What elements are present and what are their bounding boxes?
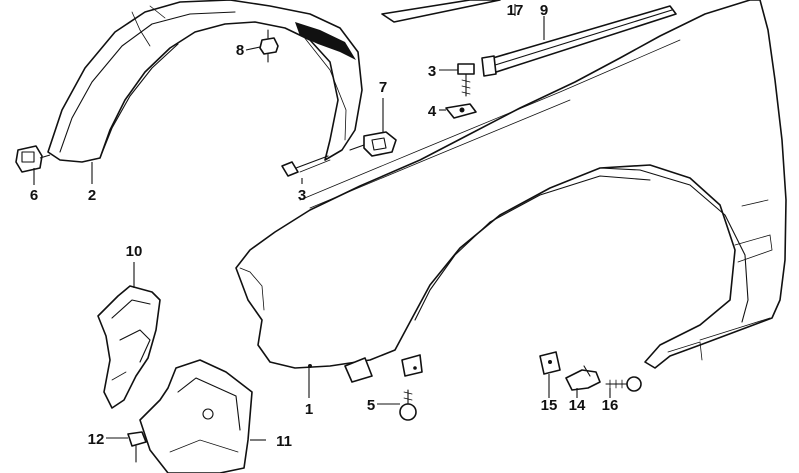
callout-9: 9 bbox=[540, 2, 548, 19]
callout-10: 10 bbox=[126, 243, 143, 260]
nut-8 bbox=[259, 29, 279, 63]
front-fender bbox=[235, 0, 787, 383]
screw-16 bbox=[605, 376, 642, 392]
bracket-14 bbox=[565, 365, 601, 391]
screw-3-left bbox=[281, 155, 331, 177]
screw-5 bbox=[399, 389, 417, 421]
screw-3-upper bbox=[457, 63, 475, 97]
callout-16: 16 bbox=[602, 397, 619, 414]
trim-strip-9 bbox=[481, 5, 677, 77]
leader-lines bbox=[33, 4, 611, 441]
callout-5: 5 bbox=[367, 397, 375, 414]
trim-strip-17 bbox=[381, 0, 501, 23]
clip-7 bbox=[349, 131, 397, 157]
underbody-panel-11 bbox=[139, 359, 253, 473]
callout-1: 1 bbox=[305, 401, 313, 418]
clip-12 bbox=[127, 431, 147, 463]
wheel-arch-cover bbox=[47, 0, 363, 163]
callout-4: 4 bbox=[428, 103, 437, 120]
callout-17: 17 bbox=[507, 2, 524, 19]
callout-3-upper: 3 bbox=[428, 63, 436, 80]
callout-labels: 1 2 3 3 4 5 6 7 8 9 10 11 12 14 15 16 17 bbox=[30, 2, 619, 450]
callout-2: 2 bbox=[88, 187, 96, 204]
callout-3-left: 3 bbox=[298, 187, 306, 204]
callout-14: 14 bbox=[569, 397, 586, 414]
splash-shield-10 bbox=[97, 285, 161, 409]
bracket-15 bbox=[539, 351, 561, 375]
clip-6 bbox=[15, 145, 51, 173]
callout-15: 15 bbox=[541, 397, 558, 414]
callout-8: 8 bbox=[236, 42, 244, 59]
callout-7: 7 bbox=[379, 79, 387, 96]
callout-6: 6 bbox=[30, 187, 38, 204]
callout-11: 11 bbox=[276, 433, 292, 450]
clip-nut-4 bbox=[445, 103, 477, 119]
callout-12: 12 bbox=[88, 431, 105, 448]
